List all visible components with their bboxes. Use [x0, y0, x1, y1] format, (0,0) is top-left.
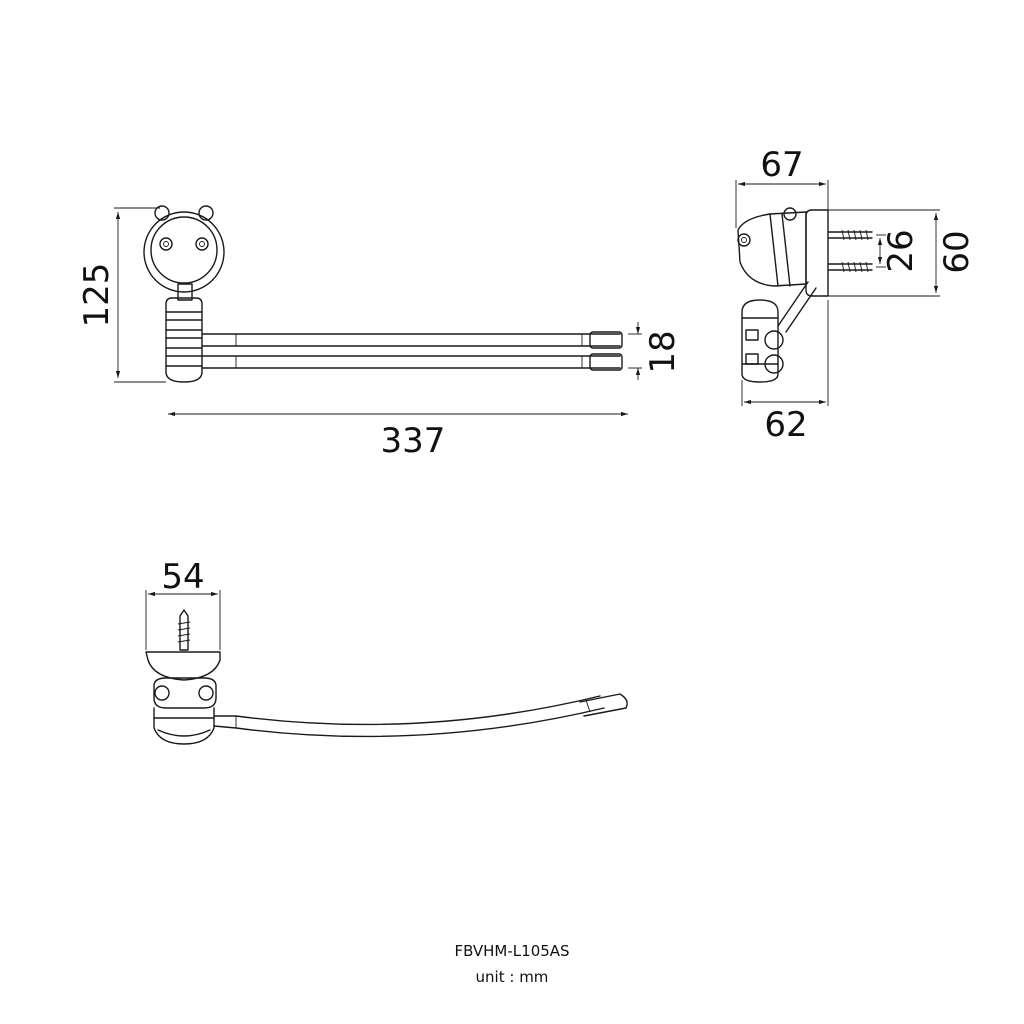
dimension-screw-spacing: 26: [876, 229, 921, 273]
dimension-bar-gap: 18: [628, 322, 683, 380]
plan-screw: [177, 609, 191, 651]
side-view: 67 26 60 62: [735, 145, 977, 445]
dimension-screw-spacing-label: 26: [881, 229, 921, 272]
dimension-plan-width: 54: [145, 557, 221, 650]
screw-upper: [827, 229, 873, 241]
plan-towel-arm: [213, 693, 628, 738]
dimension-depth-top: 67: [735, 145, 829, 228]
dimension-height-side: 60: [828, 209, 977, 297]
dimension-depth-bottom-label: 62: [764, 405, 807, 445]
hinge-body: [165, 283, 203, 383]
dimension-bar-gap-label: 18: [643, 330, 683, 373]
lower-towel-arm: [201, 353, 623, 371]
upper-towel-arm: [201, 331, 623, 349]
dimension-height-front: 125: [77, 207, 166, 383]
dimension-height-side-label: 60: [937, 230, 977, 273]
plan-mount-cup: [145, 651, 221, 681]
unit-label: unit : mm: [475, 968, 549, 986]
dimension-plan-width-label: 54: [161, 557, 204, 597]
dimension-height-front-label: 125: [77, 263, 117, 328]
model-number: FBVHM-L105AS: [454, 942, 570, 960]
dimension-depth-bottom: 62: [741, 300, 829, 445]
dimension-depth-top-label: 67: [760, 145, 803, 185]
plan-hinge-body: [153, 677, 217, 745]
screw-lower: [827, 261, 873, 273]
side-connector: [777, 281, 817, 333]
side-hinge-block: [741, 299, 784, 383]
dimension-width-front: 337: [168, 411, 628, 461]
plan-view: 54: [145, 557, 628, 745]
side-wall-plate: [805, 209, 829, 297]
wall-mount-plate: [143, 205, 225, 293]
dimension-width-front-label: 337: [381, 421, 446, 461]
side-bracket-head: [737, 207, 807, 287]
front-view: 125 337 18: [77, 205, 683, 461]
